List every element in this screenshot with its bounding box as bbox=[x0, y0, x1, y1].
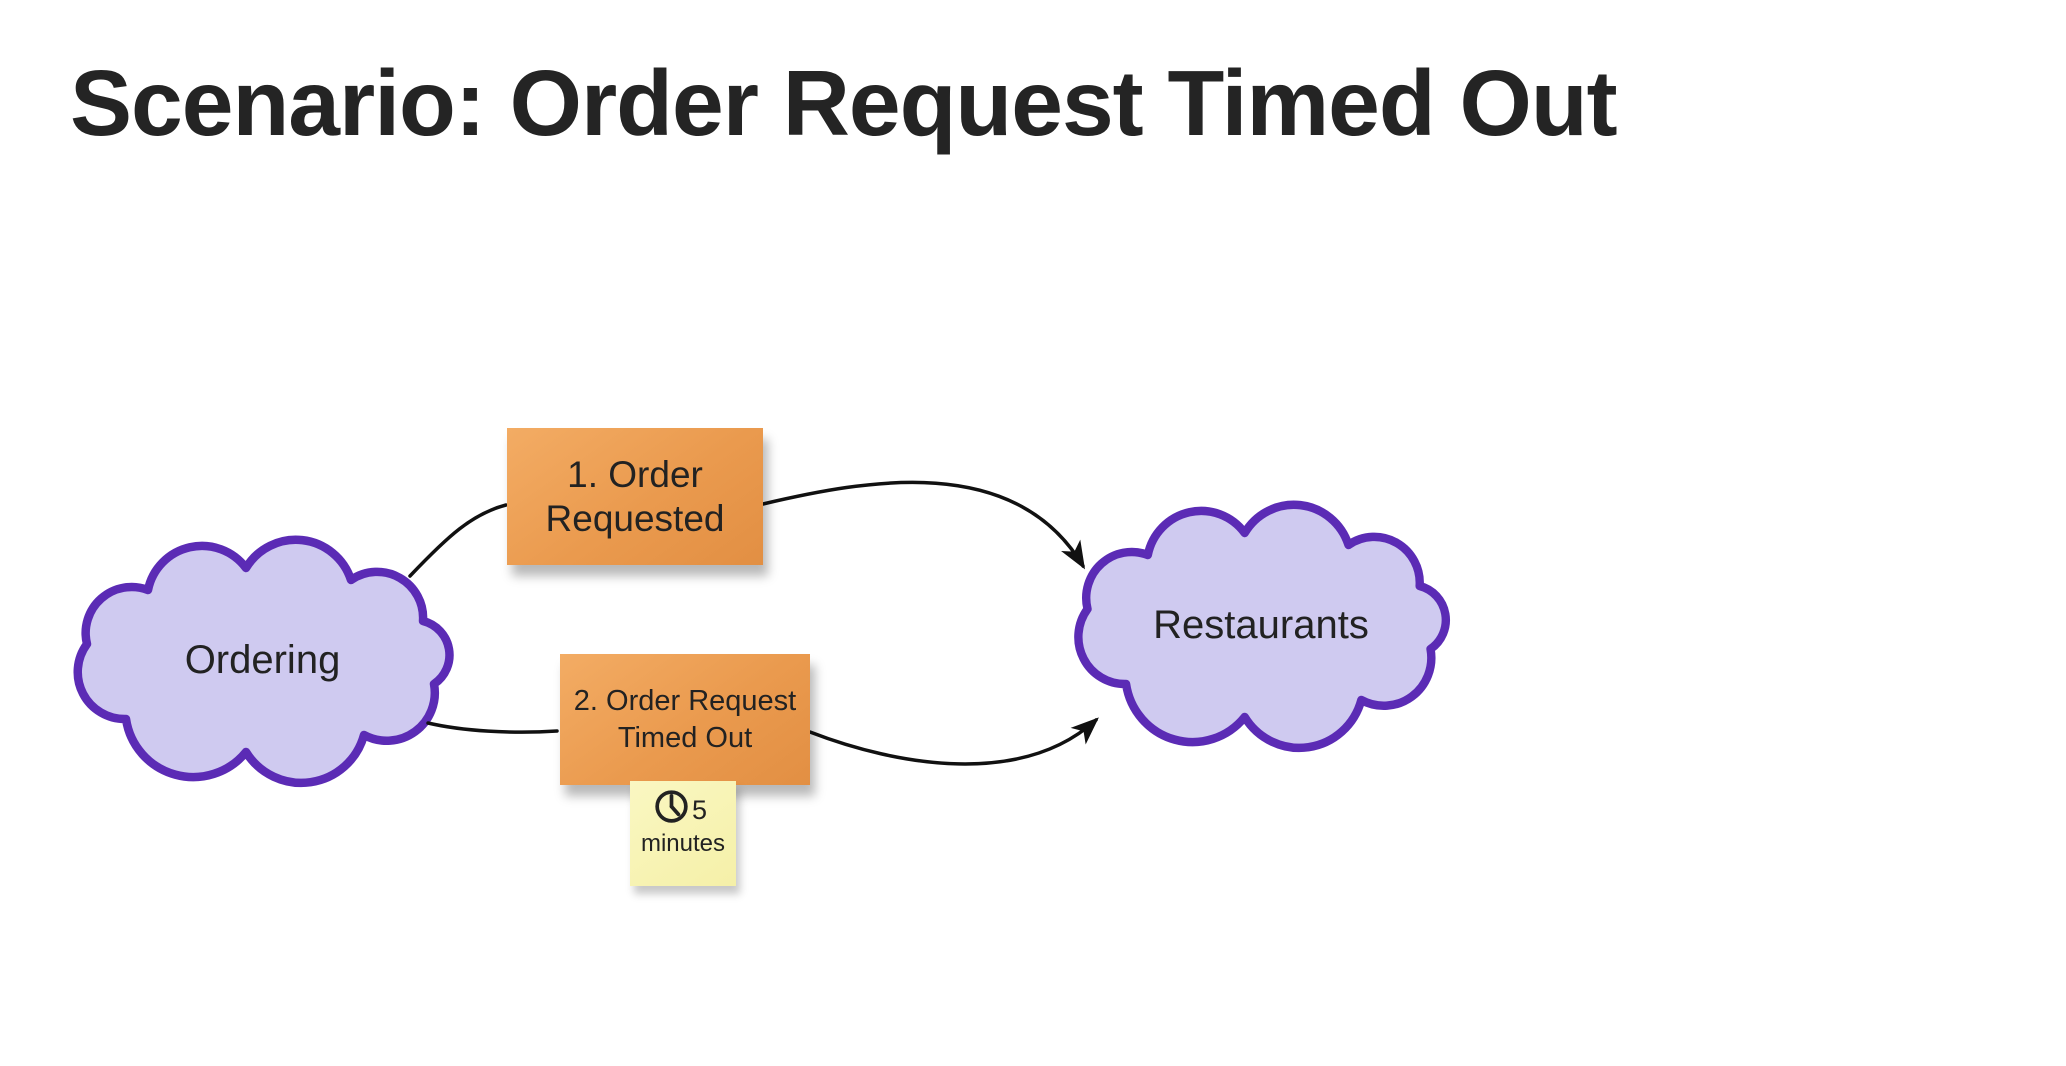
clock-icon bbox=[655, 790, 688, 823]
note-line: Requested bbox=[545, 497, 725, 539]
cloud-shape-restaurants[interactable]: Restaurants bbox=[1047, 500, 1475, 753]
sticky-note-order-request-timed-out[interactable]: 2. Order Request Timed Out bbox=[560, 654, 810, 785]
sticky-note-timer[interactable]: 5 minutes bbox=[630, 781, 736, 886]
timer-value: 5 bbox=[691, 795, 708, 825]
sticky-note-order-requested[interactable]: 1. Order Requested bbox=[507, 428, 763, 565]
page-title: Scenario: Order Request Timed Out bbox=[70, 51, 1618, 155]
cloud-shape-ordering[interactable]: Ordering bbox=[46, 535, 479, 788]
timer-unit: minutes bbox=[640, 830, 726, 857]
note-line: Timed Out bbox=[617, 721, 753, 754]
cloud-icon bbox=[1074, 500, 1451, 753]
cloud-icon bbox=[73, 535, 454, 788]
note-line: 2. Order Request bbox=[573, 685, 797, 718]
arrow-note1-to-restaurants bbox=[761, 480, 1086, 570]
cloud-label-ordering: Ordering bbox=[184, 637, 341, 682]
note-line: 1. Order bbox=[567, 453, 703, 495]
cloud-label-restaurants: Restaurants bbox=[1153, 602, 1369, 647]
